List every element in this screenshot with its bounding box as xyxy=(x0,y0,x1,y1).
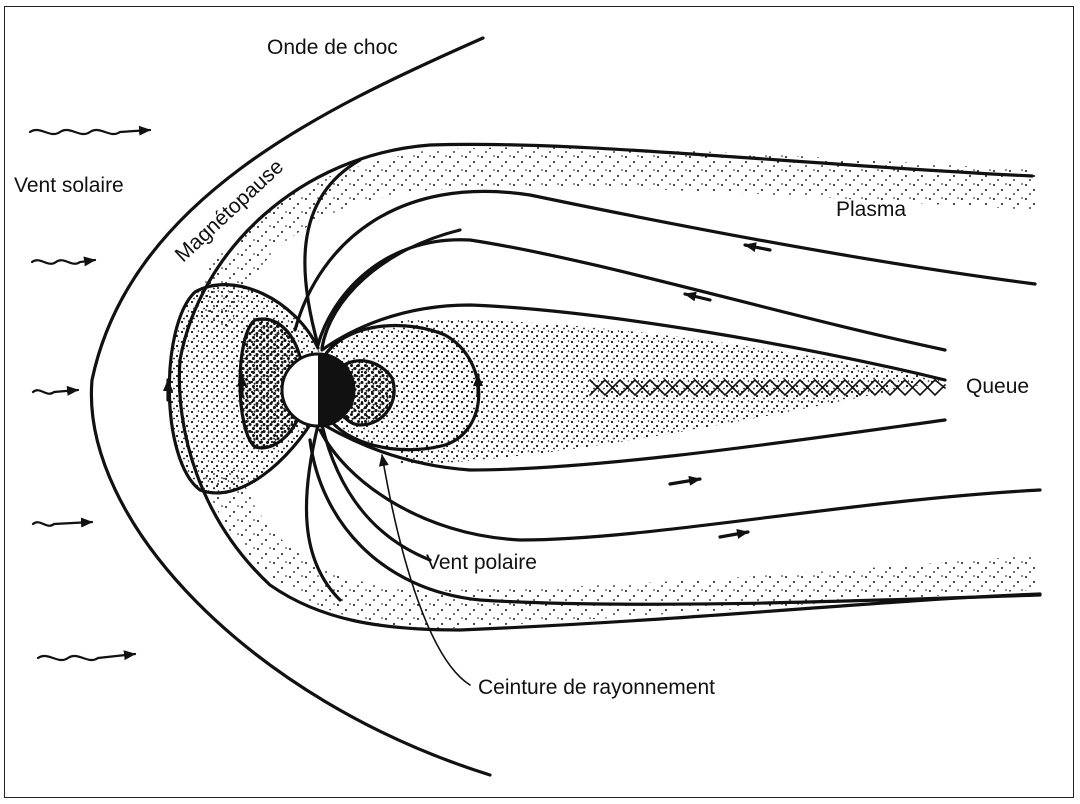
arrow-tail-upper-2 xyxy=(685,294,710,300)
arrow-tail-upper-1 xyxy=(745,245,770,250)
label-bow-shock: Onde de choc xyxy=(267,36,398,59)
plasma-region-upper xyxy=(190,147,1035,330)
label-radiation-belt: Ceinture de rayonnement xyxy=(478,676,715,699)
arrow-tail-lower-2 xyxy=(670,479,700,484)
solar-wind-arrow-4 xyxy=(33,522,92,526)
solar-wind-arrow-1 xyxy=(30,130,150,134)
field-line-upper-1 xyxy=(295,191,1035,330)
label-plasma: Plasma xyxy=(836,198,906,221)
arrow-tail-lower-1 xyxy=(720,532,748,537)
label-polar-wind: Vent polaire xyxy=(426,551,537,574)
solar-wind-arrow-3 xyxy=(33,390,78,394)
earth-icon xyxy=(282,354,354,426)
solar-wind-arrow-2 xyxy=(32,260,95,264)
label-tail: Queue xyxy=(966,375,1029,398)
label-solar-wind: Vent solaire xyxy=(14,174,124,197)
solar-wind-arrow-5 xyxy=(38,654,135,660)
